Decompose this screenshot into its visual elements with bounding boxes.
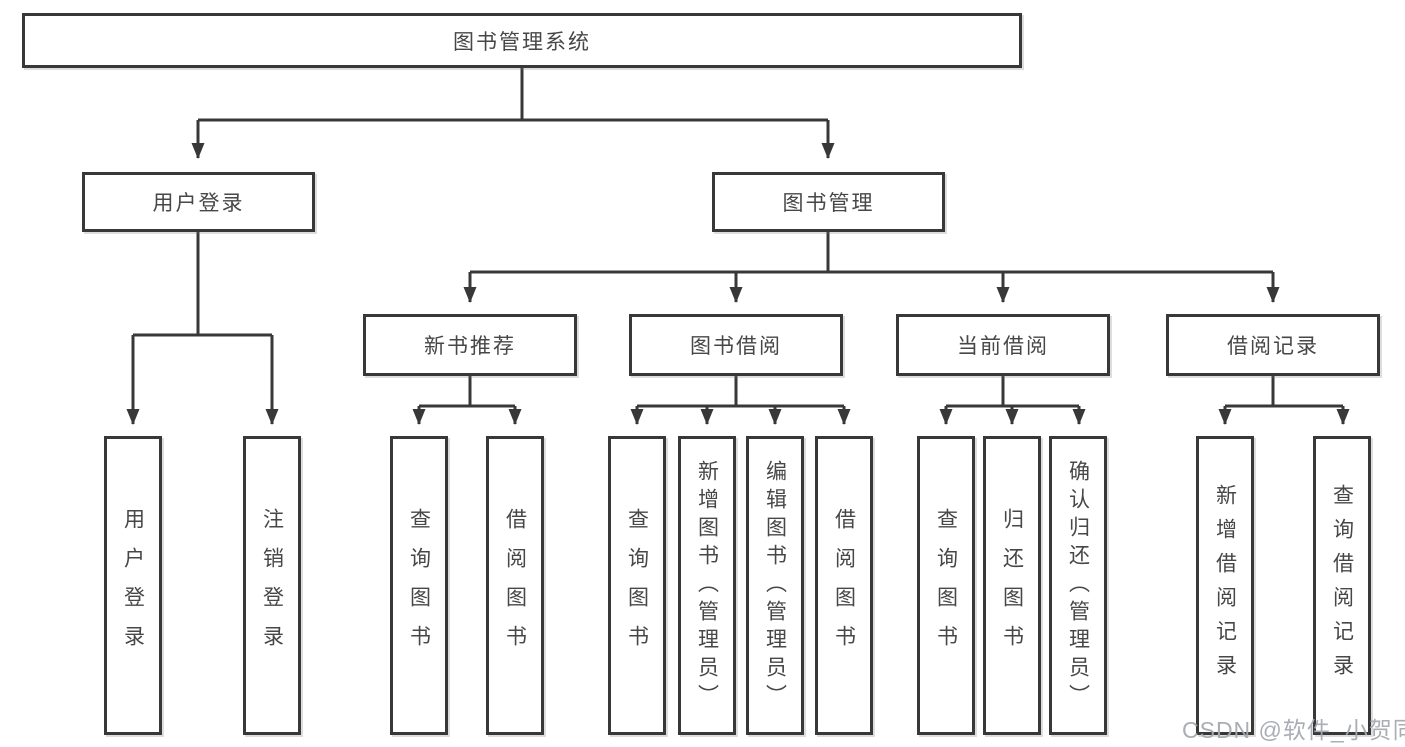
node-label: 图书管理系统 — [453, 30, 591, 54]
node-label: 新书推荐 — [424, 335, 516, 358]
leaf-add-borrow-record: 新增借阅记录 — [1196, 436, 1254, 735]
leaf-query-books-current: 查询图书 — [917, 436, 975, 735]
node-borrowing-records: 借阅记录 — [1166, 314, 1380, 376]
node-label: 新增图书（管理员） — [695, 459, 719, 712]
node-label: 借阅图书 — [832, 507, 856, 664]
leaf-confirm-return-admin: 确认归还（管理员） — [1049, 436, 1107, 735]
leaf-borrow-books: 借阅图书 — [815, 436, 873, 735]
node-book-management: 图书管理 — [712, 172, 945, 232]
node-user-login: 用户登录 — [82, 172, 315, 232]
node-label: 图书管理 — [782, 192, 875, 215]
node-label: 查询图书 — [625, 507, 649, 664]
node-label: 借阅图书 — [503, 507, 527, 664]
node-label: 借阅记录 — [1227, 335, 1319, 358]
node-label: 确认归还（管理员） — [1066, 459, 1090, 712]
leaf-add-books-admin: 新增图书（管理员） — [678, 436, 736, 735]
node-book-borrowing: 图书借阅 — [629, 314, 843, 376]
leaf-query-books-recommend: 查询图书 — [390, 436, 448, 735]
node-current-borrowing: 当前借阅 — [896, 314, 1110, 376]
node-label: 当前借阅 — [957, 335, 1049, 358]
leaf-return-books: 归还图书 — [983, 436, 1041, 735]
node-label: 新增借阅记录 — [1213, 483, 1237, 688]
node-label: 注销登录 — [260, 507, 284, 664]
node-root-library-system: 图书管理系统 — [22, 13, 1022, 68]
node-label: 编辑图书（管理员） — [763, 459, 787, 712]
leaf-borrow-books-recommend: 借阅图书 — [486, 436, 544, 735]
node-label: 查询图书 — [934, 507, 958, 664]
leaf-edit-books-admin: 编辑图书（管理员） — [746, 436, 804, 735]
leaf-query-books-borrowing: 查询图书 — [608, 436, 666, 735]
node-label: 查询图书 — [407, 507, 431, 664]
node-new-book-recommend: 新书推荐 — [363, 314, 577, 376]
leaf-query-borrow-record: 查询借阅记录 — [1313, 436, 1371, 735]
leaf-logout: 注销登录 — [243, 436, 301, 735]
node-label: 查询借阅记录 — [1330, 483, 1354, 688]
node-label: 用户登录 — [152, 192, 245, 215]
node-label: 用户登录 — [121, 507, 145, 664]
node-label: 图书借阅 — [690, 335, 782, 358]
csdn-watermark: CSDN @软件_小贺同学 — [1182, 717, 1405, 743]
node-label: 归还图书 — [1000, 507, 1024, 664]
leaf-user-login: 用户登录 — [104, 436, 162, 735]
